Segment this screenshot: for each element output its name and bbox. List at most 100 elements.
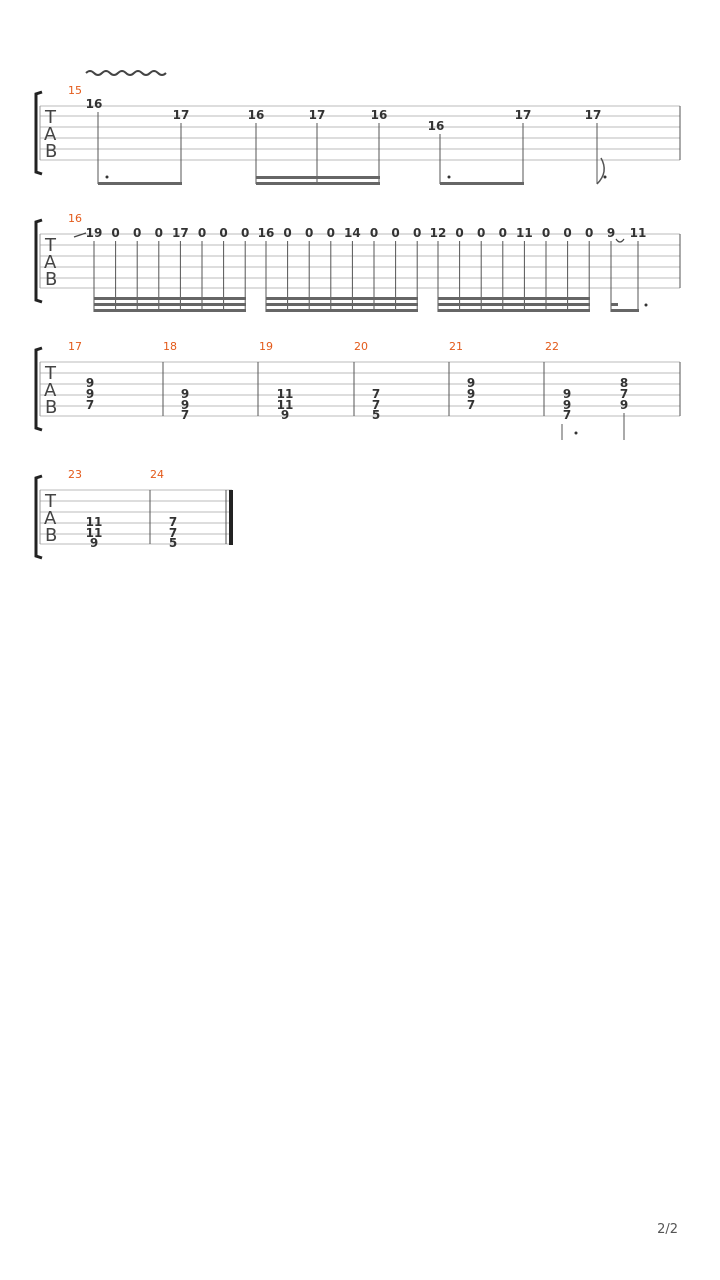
dot <box>105 175 109 179</box>
fret-number: 9 <box>467 387 475 401</box>
fret-number: 9 <box>563 398 571 412</box>
bar-number: 24 <box>150 468 164 481</box>
bar-number: 22 <box>545 340 559 353</box>
fret-number: 14 <box>344 226 361 240</box>
fret-number: 9 <box>281 408 289 422</box>
tab-letter-t: T <box>44 235 57 256</box>
tab-letter-t: T <box>44 491 57 512</box>
fret-number: 0 <box>563 226 571 240</box>
tab-system-1: T A B 15 16 17 16 17 16 16 17 17 <box>0 60 720 190</box>
fret-number: 0 <box>542 226 550 240</box>
staff-lines <box>40 361 680 417</box>
system-1-svg: T A B 15 16 17 16 17 16 16 17 17 <box>34 70 681 185</box>
system-4-svg: T A B 23 24 11 11 9 7 7 5 <box>34 468 233 560</box>
dot <box>574 431 578 435</box>
fret-number: 5 <box>169 536 177 550</box>
fret-number: 0 <box>241 226 249 240</box>
system-bracket <box>34 218 43 304</box>
fret-number: 0 <box>133 226 141 240</box>
fret-number: 0 <box>111 226 119 240</box>
tab-letter-b: B <box>45 269 57 290</box>
fret-number: 7 <box>372 387 380 401</box>
fret-number: 0 <box>477 226 485 240</box>
bar-number: 18 <box>163 340 177 353</box>
fret-number: 7 <box>86 398 94 412</box>
fret-number: 9 <box>181 387 189 401</box>
fret-number: 17 <box>172 226 189 240</box>
bar-number: 15 <box>68 84 82 97</box>
fret-number: 17 <box>515 108 532 122</box>
dot <box>447 175 451 179</box>
fret-number: 9 <box>563 387 571 401</box>
fret-number: 7 <box>620 387 628 401</box>
fret-number: 11 <box>86 526 103 540</box>
tab-letter-b: B <box>45 397 57 418</box>
fret-number: 8 <box>620 376 628 390</box>
fret-number: 16 <box>428 119 445 133</box>
fret-number: 16 <box>258 226 275 240</box>
tab-letter-t: T <box>44 363 57 384</box>
fret-number: 0 <box>370 226 378 240</box>
bend-arc <box>596 157 605 185</box>
vibrato-mark <box>85 70 167 76</box>
bar-number: 16 <box>68 212 82 225</box>
fret-number: 0 <box>219 226 227 240</box>
fret-number: 0 <box>155 226 163 240</box>
fret-number: 0 <box>499 226 507 240</box>
fret-number: 17 <box>309 108 326 122</box>
fret-number: 11 <box>516 226 533 240</box>
fret-number: 7 <box>181 408 189 422</box>
system-bracket <box>34 90 43 176</box>
final-barline-thick <box>229 490 233 545</box>
fret-number: 0 <box>413 226 421 240</box>
fret-number: 9 <box>607 226 615 240</box>
tab-letter-a: A <box>44 380 57 401</box>
tab-letter-a: A <box>44 508 57 529</box>
tab-letter-a: A <box>44 252 57 273</box>
fret-number: 11 <box>630 226 647 240</box>
fret-number: 7 <box>372 398 380 412</box>
fret-number: 9 <box>86 376 94 390</box>
dot <box>644 303 648 307</box>
fret-number: 19 <box>86 226 103 240</box>
fret-number: 0 <box>305 226 313 240</box>
fret-number: 11 <box>277 387 294 401</box>
fret-number: 9 <box>181 398 189 412</box>
fret-number: 0 <box>327 226 335 240</box>
fret-number: 7 <box>467 398 475 412</box>
tab-system-4: T A B 23 24 11 11 9 7 7 5 <box>0 446 720 576</box>
dot <box>603 175 607 179</box>
fret-number: 9 <box>620 398 628 412</box>
fret-number: 0 <box>198 226 206 240</box>
barlines <box>39 362 681 416</box>
tab-letter-t: T <box>44 107 57 128</box>
fret-number: 0 <box>455 226 463 240</box>
fret-number: 16 <box>86 97 103 111</box>
system-3-svg: T A B 17 18 19 20 21 22 9 9 7 9 9 7 11 1… <box>34 340 681 440</box>
beams <box>94 297 639 312</box>
fret-number: 7 <box>563 408 571 422</box>
bar-number: 17 <box>68 340 82 353</box>
staff-lines <box>40 233 680 289</box>
bar-number: 20 <box>354 340 368 353</box>
bar-number: 21 <box>449 340 463 353</box>
staff-lines <box>40 105 680 161</box>
tab-letter-b: B <box>45 141 57 162</box>
fret-number: 9 <box>467 376 475 390</box>
tab-letter-b: B <box>45 525 57 546</box>
fret-number: 5 <box>372 408 380 422</box>
slur-mark <box>615 238 625 243</box>
fret-number: 17 <box>585 108 602 122</box>
system-bracket <box>34 346 43 432</box>
page-number: 2/2 <box>657 1222 678 1237</box>
system-bracket <box>34 474 43 560</box>
fret-number: 0 <box>585 226 593 240</box>
fret-number: 0 <box>283 226 291 240</box>
stems <box>561 413 625 440</box>
beams <box>98 176 524 185</box>
fret-number: 16 <box>371 108 388 122</box>
fret-number: 12 <box>430 226 447 240</box>
